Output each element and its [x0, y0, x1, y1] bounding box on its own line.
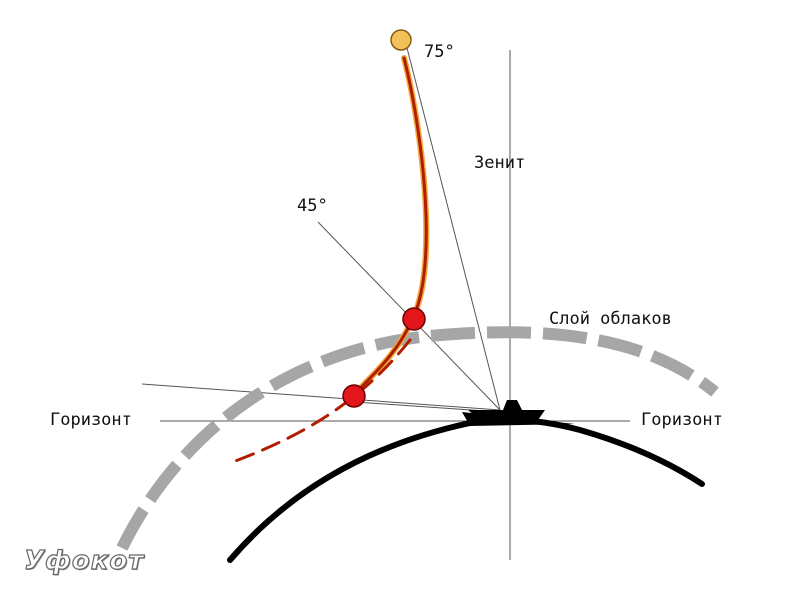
ship-superstructure — [503, 400, 522, 410]
object-far-dot — [390, 29, 412, 51]
object-low-dot — [342, 384, 366, 408]
earth-surface — [227, 416, 705, 563]
horizon-right-label: Горизонт — [641, 410, 723, 430]
sight-line-low — [141, 383, 501, 411]
ship-hull-base — [462, 412, 575, 426]
cloud-layer-label: Слой облаков — [549, 309, 672, 329]
angle-45-label: 45° — [297, 196, 328, 216]
sight-line-75 — [405, 43, 501, 411]
zenith-label: Зенит — [474, 153, 526, 173]
watermark-logo: Уфокот — [23, 545, 145, 576]
object-mid-dot — [402, 307, 426, 331]
horizon-left-label: Горизонт — [50, 410, 132, 430]
trajectory-projection — [228, 338, 412, 465]
angle-75-label: 75° — [424, 42, 455, 62]
cloud-layer-arc — [116, 326, 719, 551]
trajectory-path — [353, 56, 428, 397]
